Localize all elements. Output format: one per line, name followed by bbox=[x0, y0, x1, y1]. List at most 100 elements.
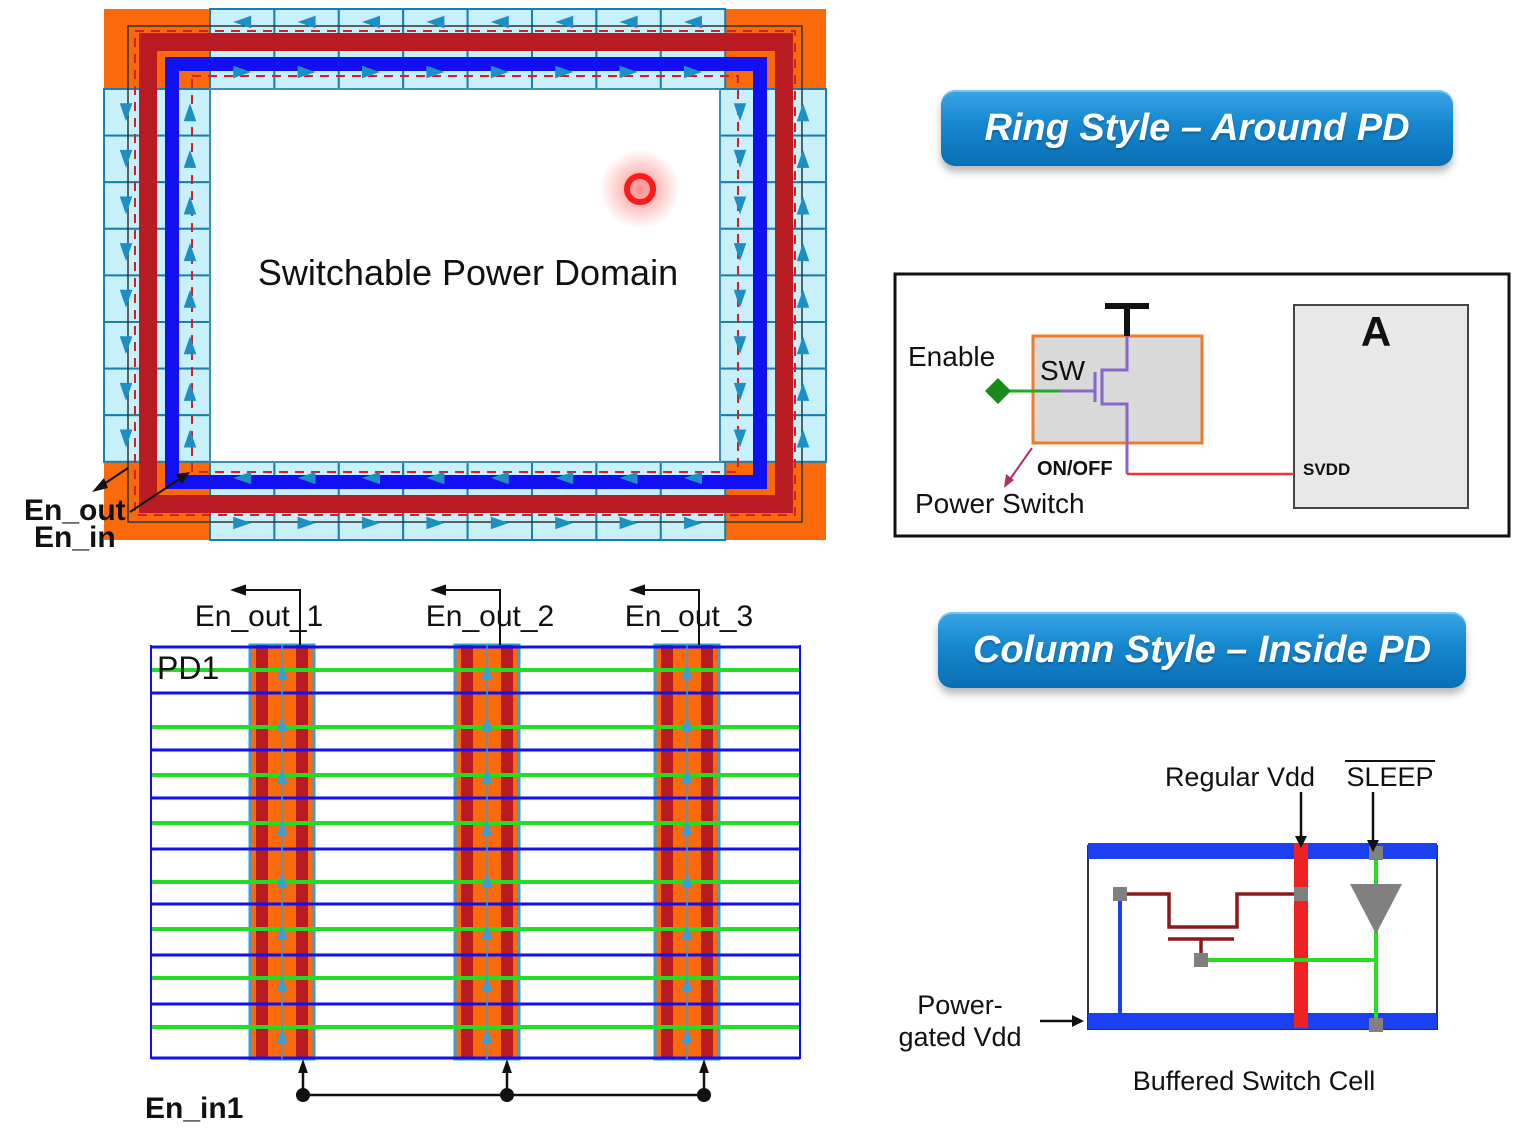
column-arrow-up bbox=[681, 768, 693, 784]
ring-arrow-left-outer bbox=[119, 289, 133, 308]
ring-style-diagram: Switchable Power Domain En_out En_in bbox=[24, 8, 827, 554]
column-arrow-up bbox=[276, 716, 288, 732]
column-arrow-up bbox=[681, 716, 693, 732]
ring-arrow-bottom-outer bbox=[619, 516, 638, 530]
ring-arrow-top-inner bbox=[362, 65, 380, 79]
ring-arrow-top-inner bbox=[233, 65, 252, 79]
column-style-title: Column Style – Inside PD bbox=[938, 612, 1466, 688]
ring-arrow-right-outer bbox=[796, 336, 810, 355]
ring-arrow-left-outer bbox=[119, 382, 133, 401]
en-out-wire bbox=[639, 589, 700, 645]
ring-red-dashed-inner bbox=[191, 75, 739, 473]
ring-arrow-right-outer bbox=[796, 103, 810, 122]
power-switch-pointer bbox=[1007, 447, 1033, 483]
ring-arrow-left-outer bbox=[119, 103, 133, 122]
en-out-wire bbox=[440, 589, 501, 645]
ring-arrow-bottom-outer bbox=[555, 516, 574, 530]
en-in-arrow-head bbox=[298, 1059, 308, 1073]
bottom-rail bbox=[1088, 1013, 1437, 1029]
pin-left bbox=[1113, 887, 1127, 901]
column-arrow-up bbox=[481, 664, 493, 680]
regular-vdd-rail bbox=[1294, 843, 1308, 1028]
sleep-pointer-head bbox=[1367, 840, 1379, 852]
ring-arrow-bottom-inner bbox=[555, 471, 574, 485]
ring-arrow-right-outer bbox=[796, 196, 810, 215]
ring-arrow-top-outer bbox=[426, 15, 445, 29]
ring-arrow-bottom-inner bbox=[297, 471, 316, 485]
cursor-marker bbox=[624, 173, 656, 205]
ring-arrow-bottom-inner bbox=[684, 471, 702, 485]
ring-arrow-left-inner bbox=[183, 149, 197, 168]
regular-vdd-pointer-head bbox=[1295, 836, 1307, 848]
power-gated-label-1: Power- bbox=[917, 990, 1003, 1020]
column-arrow-up bbox=[481, 768, 493, 784]
ring-arrow-bottom-outer bbox=[233, 516, 252, 530]
ring-arrow-left-inner bbox=[183, 196, 197, 215]
ring-arrow-right-outer bbox=[796, 382, 810, 401]
ring-arrow-right-inner bbox=[733, 149, 747, 168]
ring-arrow-left-outer bbox=[119, 429, 133, 448]
top-rail bbox=[1088, 843, 1437, 859]
svdd-label: SVDD bbox=[1303, 460, 1350, 479]
column-dark-red-rail bbox=[501, 645, 513, 1059]
power-switch-pointer-head bbox=[1004, 474, 1014, 488]
ring-arrow-bottom-outer bbox=[297, 516, 316, 530]
ring-arrow-left-inner bbox=[183, 382, 197, 401]
column-dark-red-rail bbox=[701, 645, 713, 1059]
ring-arrow-left-outer bbox=[119, 196, 133, 215]
column-arrow-up bbox=[276, 664, 288, 680]
en-in-node bbox=[500, 1088, 514, 1102]
column-arrow-up bbox=[481, 716, 493, 732]
cell-outline bbox=[1087, 845, 1438, 1030]
column-arrow-up bbox=[276, 924, 288, 940]
ring-arrow-bottom-outer bbox=[684, 516, 702, 530]
pin-gate bbox=[1194, 953, 1208, 967]
sleep-label: SLEEP bbox=[1346, 762, 1433, 792]
column-arrow-up bbox=[276, 976, 288, 992]
ring-arrow-right-inner bbox=[733, 382, 747, 401]
ring-arrow-left-outer bbox=[119, 243, 133, 262]
ring-arrow-top-outer bbox=[362, 15, 380, 29]
en-out-2-label: En_out_2 bbox=[426, 600, 554, 633]
regular-vdd-label: Regular Vdd bbox=[1165, 762, 1315, 792]
ring-arrow-bottom-inner bbox=[426, 471, 445, 485]
ring-arrow-left-inner bbox=[183, 289, 197, 308]
ring-arrow-right-outer bbox=[796, 149, 810, 168]
ring-arrow-right-inner bbox=[733, 103, 747, 122]
ring-arrow-right-outer bbox=[796, 289, 810, 308]
ring-arrow-top-inner bbox=[684, 65, 702, 79]
column-arrow-up bbox=[481, 820, 493, 836]
ring-cell-right bbox=[719, 88, 827, 137]
ring-arrow-top-outer bbox=[684, 15, 702, 29]
enable-pin-icon bbox=[985, 378, 1011, 404]
ring-arrow-top-inner bbox=[490, 65, 509, 79]
ring-arrow-left-inner bbox=[183, 243, 197, 262]
domain-label: Switchable Power Domain bbox=[258, 252, 678, 293]
column-arrow-up bbox=[681, 872, 693, 888]
en-out-arrow-head bbox=[92, 478, 108, 492]
sw-label: SW bbox=[1040, 355, 1086, 386]
pin-vdd bbox=[1294, 887, 1308, 901]
ring-arrow-bottom-inner bbox=[619, 471, 638, 485]
buffer-triangle-icon bbox=[1350, 884, 1402, 934]
column-enable-wiring bbox=[230, 584, 711, 1102]
ring-arrow-top-outer bbox=[297, 15, 316, 29]
ring-blue-rail bbox=[165, 57, 767, 489]
ring-arrow-right-inner bbox=[733, 196, 747, 215]
enable-label: Enable bbox=[908, 341, 995, 372]
en-out-3-label: En_out_3 bbox=[625, 600, 753, 633]
ring-cell-right bbox=[719, 134, 827, 184]
en-out-arrow-head bbox=[230, 584, 246, 596]
pd1-label: PD1 bbox=[157, 650, 219, 686]
ring-arrow-top-inner bbox=[555, 65, 574, 79]
ring-arrow-top-inner bbox=[426, 65, 445, 79]
ring-arrow-bottom-inner bbox=[490, 471, 509, 485]
ring-arrow-right-inner bbox=[733, 243, 747, 262]
en-out-wire bbox=[240, 589, 301, 645]
ring-arrow-top-outer bbox=[555, 15, 574, 29]
ring-cell-right bbox=[719, 321, 827, 370]
ring-cell-right bbox=[719, 227, 827, 277]
column-arrow-up bbox=[481, 976, 493, 992]
column-arrow-up bbox=[681, 1028, 693, 1044]
